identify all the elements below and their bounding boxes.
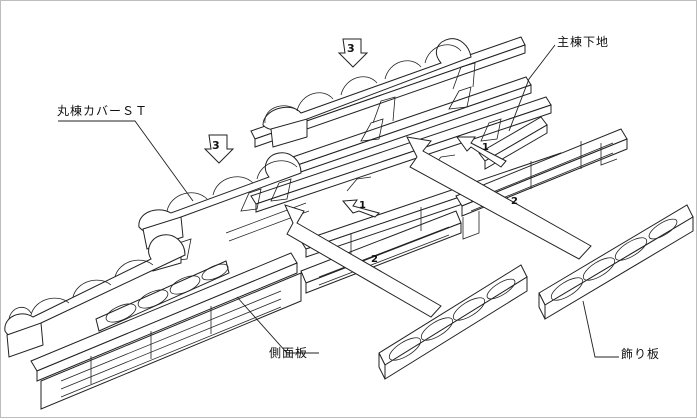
label-decor-plate: 飾り板 bbox=[621, 347, 661, 361]
leader-lines bbox=[58, 44, 619, 358]
step-3-left-number: 3 bbox=[212, 139, 221, 152]
label-ridge-cover: 丸棟カバーＳＴ bbox=[57, 104, 149, 118]
step-1-left-number: 1 bbox=[359, 200, 367, 211]
ridge-cover-long bbox=[4, 234, 186, 358]
assembly-arrow-1-right bbox=[456, 136, 507, 168]
step-2-right-number: 2 bbox=[511, 196, 519, 207]
ridge-brackets bbox=[170, 62, 502, 262]
label-ridge-base: 主棟下地 bbox=[557, 35, 610, 49]
installed-decor-plate-left bbox=[95, 260, 230, 332]
step-2-left-number: 2 bbox=[371, 254, 379, 265]
loose-decor-plate-1 bbox=[378, 264, 528, 380]
assembly-arrow-2-right bbox=[406, 136, 592, 260]
step-1-right-number: 1 bbox=[482, 142, 490, 153]
side-plate-left bbox=[30, 252, 302, 410]
step-3-right-number: 3 bbox=[347, 42, 356, 55]
assembly-arrow-3-left bbox=[203, 134, 235, 164]
assembly-arrow-2-left bbox=[284, 204, 442, 318]
label-side-plate: 側面板 bbox=[269, 346, 309, 360]
assembly-arrow-3-right bbox=[337, 38, 369, 68]
loose-decor-plate-2 bbox=[538, 204, 694, 320]
assembly-arrow-1-left bbox=[341, 199, 380, 218]
ridge-cover-back bbox=[262, 38, 472, 148]
